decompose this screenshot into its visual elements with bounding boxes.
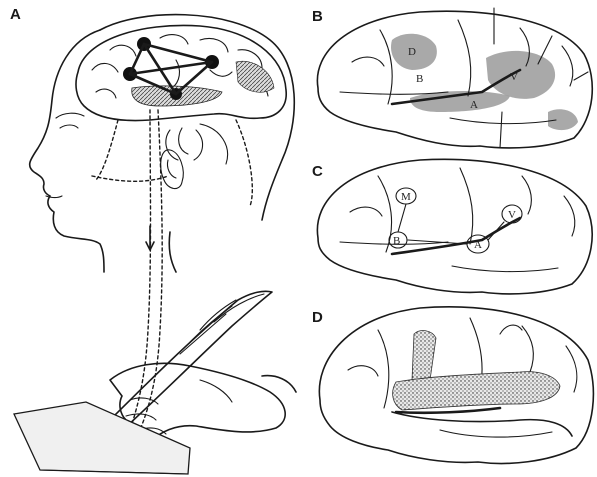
centre-links-c [398, 204, 504, 244]
ear-inner [167, 160, 176, 178]
panel-b: B D B V A [312, 8, 592, 148]
panel-d: D [312, 307, 593, 464]
panel-a-letter: A [10, 6, 21, 23]
pathway-arrow [146, 226, 154, 250]
region-label-b-a: A [470, 99, 478, 111]
brain-outline-c [317, 159, 592, 294]
shaded-region-b-parietal [486, 51, 555, 99]
region-label-b-d: D [408, 46, 416, 58]
sylvian-fissure-c [392, 218, 520, 254]
centre-label-v: V [508, 209, 516, 221]
centre-label-b: B [393, 235, 400, 247]
ear [161, 150, 184, 189]
cerebellum-a [166, 124, 228, 164]
sulci-c [340, 168, 575, 272]
dashed-pathways [92, 110, 252, 430]
panel-c-letter: C [312, 163, 323, 180]
neck-outline [169, 232, 176, 272]
eye [60, 125, 78, 128]
region-label-b-b: B [416, 73, 423, 85]
region-label-b-v: V [510, 71, 518, 83]
panel-c: C M B V A [312, 159, 592, 294]
centre-label-m: M [401, 191, 411, 203]
quill-barbs [180, 294, 264, 354]
panel-a: A [10, 6, 296, 474]
paper-sheet [14, 402, 190, 474]
panel-d-letter: D [312, 309, 323, 326]
centre-label-a: A [474, 239, 482, 251]
brow [56, 113, 84, 118]
posterior-shading-a [236, 61, 274, 92]
stippled-column-d [412, 331, 436, 380]
shaded-region-b-inferior [548, 109, 578, 130]
panel-b-letter: B [312, 8, 323, 25]
mouth [46, 196, 62, 198]
head-profile [30, 30, 104, 272]
temporal-lobe-d [392, 412, 572, 436]
